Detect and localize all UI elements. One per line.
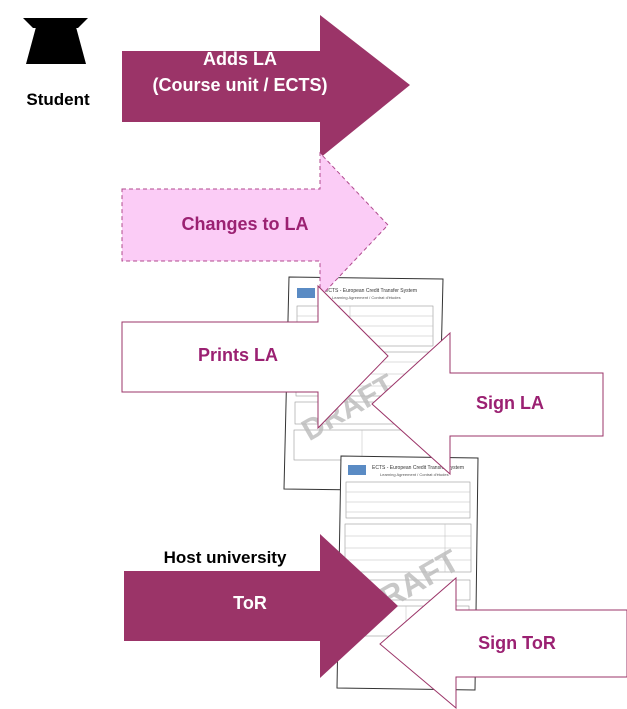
doc2-title: ECTS - European Credit Transfer System: [372, 465, 464, 471]
changes-la-label: Changes to LA: [181, 214, 309, 234]
graduation-cap-icon: [23, 18, 88, 64]
sign-tor-label: Sign ToR: [478, 633, 556, 653]
doc2-subtitle: Learning Agreement / Contrat d'études: [380, 472, 449, 477]
adds-la-label-line1: Adds LA: [203, 49, 277, 69]
doc1-subtitle: Learning Agreement / Contrat d'études: [332, 295, 401, 300]
sign-tor-arrow: [379, 576, 627, 709]
prints-la-label: Prints LA: [197, 345, 278, 365]
tor-label: ToR: [233, 593, 267, 613]
sign-la-arrow: [371, 331, 604, 476]
tor-arrow: [124, 534, 398, 678]
adds-la-label-line2: (Course unit / ECTS): [152, 75, 328, 95]
changes-la-arrow: [121, 151, 389, 299]
host-university-label: Host university: [163, 548, 287, 567]
adds-la-arrow: [122, 15, 410, 158]
student-label: Student: [26, 90, 90, 109]
doc1-title: ECTS - European Credit Transfer System: [325, 288, 417, 294]
sign-la-label: Sign LA: [476, 393, 544, 413]
prints-la-arrow: [121, 284, 389, 430]
